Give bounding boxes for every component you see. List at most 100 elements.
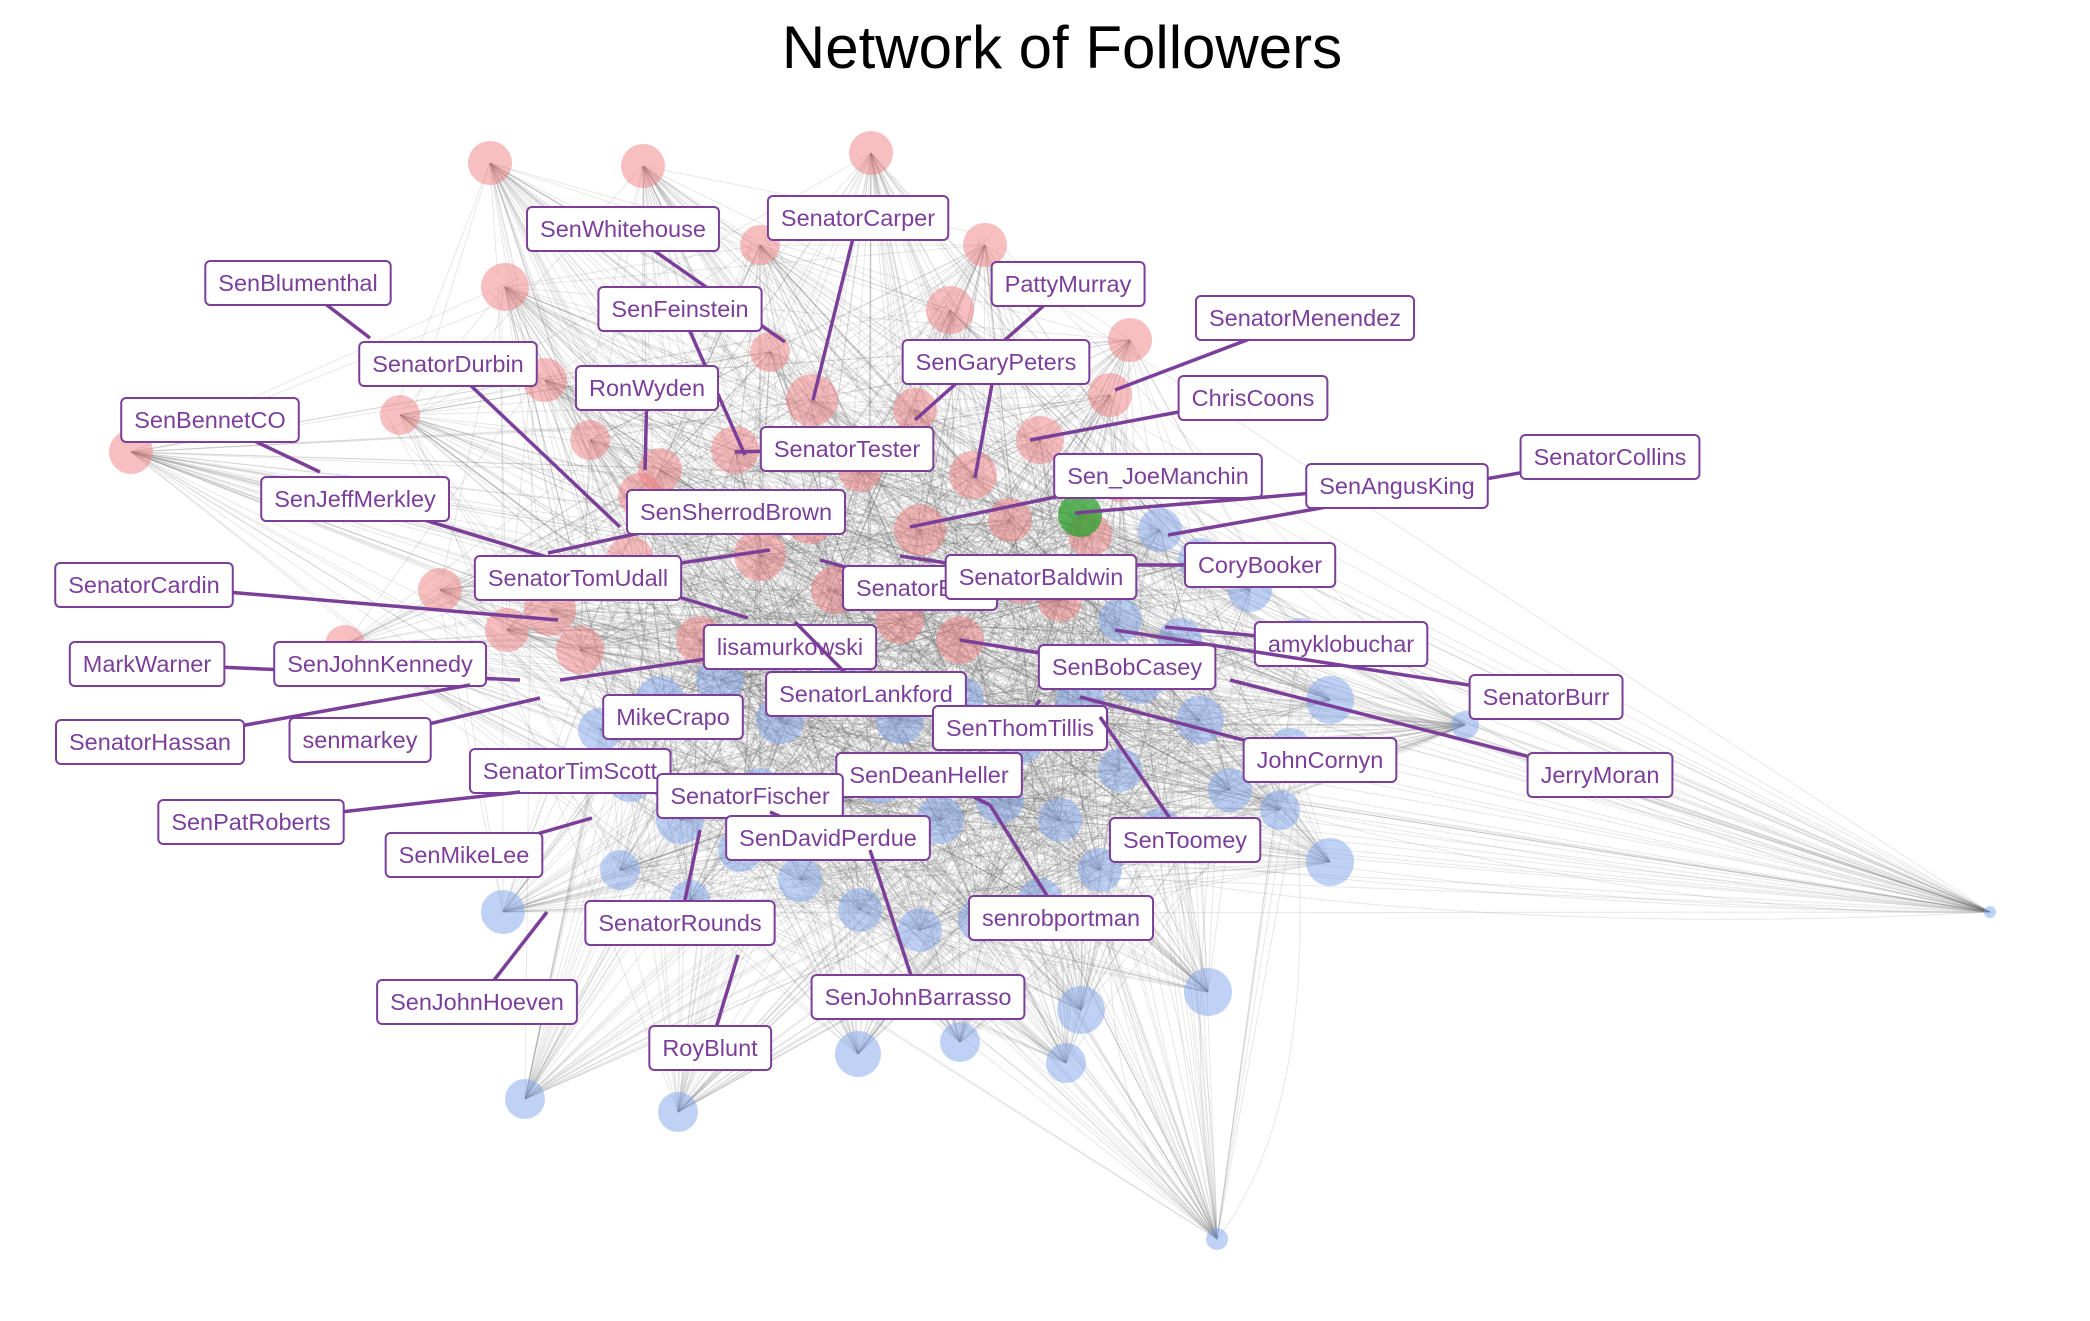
democrat-node — [468, 141, 512, 185]
democrat-node — [949, 451, 997, 499]
label-box — [1519, 434, 1701, 480]
network-edge — [965, 634, 1209, 993]
network-edge — [811, 244, 986, 401]
node-label: SenJeffMerkley — [260, 476, 451, 522]
label-text: SenatorCardin — [68, 572, 220, 598]
network-edge — [489, 162, 639, 568]
node-label: SenatorCollins — [1519, 434, 1701, 480]
network-edge — [829, 586, 1991, 913]
network-edge — [1042, 861, 1331, 901]
label-box — [204, 260, 392, 306]
node-label: SenBobCasey — [1037, 644, 1217, 690]
network-edge — [344, 504, 1079, 646]
republican-node — [505, 1079, 545, 1119]
network-edge — [549, 609, 901, 621]
network-edge — [959, 514, 1081, 701]
network-edge — [1039, 719, 1201, 901]
network-edge — [989, 924, 1067, 1064]
label-text: lisamurkowski — [717, 634, 863, 660]
node-label: ChrisCoons — [1177, 375, 1329, 421]
network-edge — [399, 414, 641, 496]
network-edge — [701, 909, 1218, 1240]
label-leader-line — [868, 849, 920, 998]
node-label: SenatorRounds — [584, 900, 776, 946]
label-text: SenatorBurr — [1483, 684, 1610, 710]
node-label: SenToomey — [1108, 817, 1262, 863]
democrat-node — [893, 388, 937, 432]
republican-node — [1098, 598, 1142, 642]
network-edge — [1019, 739, 1161, 831]
network-edge — [1127, 665, 1331, 863]
node-label: SenBennetCO — [120, 397, 300, 443]
network-edge — [759, 244, 951, 311]
network-edge — [344, 447, 606, 646]
label-box — [648, 1025, 773, 1071]
label-box — [1526, 752, 1674, 798]
node-label: SenatorTester — [759, 426, 935, 472]
label-box — [759, 426, 935, 472]
democrat-node — [418, 568, 462, 612]
chart-title: Network of Followers — [782, 14, 1342, 81]
network-edge — [659, 469, 1101, 871]
network-edge — [799, 789, 1231, 881]
network-edge — [819, 309, 951, 801]
label-text: SenDeanHeller — [849, 762, 1009, 788]
network-edge — [489, 162, 1124, 343]
network-edge — [659, 351, 771, 471]
independent-node — [1058, 493, 1102, 537]
republican-node — [1138, 508, 1182, 552]
label-text: JerryMoran — [1541, 762, 1660, 788]
network-edge — [505, 286, 859, 1055]
democrat-node — [556, 626, 604, 674]
network-edge — [524, 829, 1066, 1100]
node-label: JerryMoran — [1526, 752, 1674, 798]
network-edge — [1229, 589, 1251, 791]
network-edge — [1124, 627, 1218, 1240]
network-edge — [779, 719, 1041, 901]
node-label: SenatorDurbin — [358, 341, 538, 387]
network-edge — [130, 399, 1121, 453]
label-text: SenJohnHoeven — [390, 989, 564, 1015]
label-box — [725, 815, 931, 861]
network-edge — [879, 779, 1991, 913]
network-edge — [629, 559, 921, 931]
republican-node — [1260, 790, 1300, 830]
node-label: SenDavidPerdue — [725, 815, 931, 861]
network-edge — [1240, 801, 1991, 913]
network-edge — [659, 469, 974, 476]
network-edge — [504, 286, 1141, 681]
democrat-node — [481, 263, 529, 311]
label-box — [473, 555, 683, 601]
network-edge — [524, 256, 775, 1100]
node-label: SenatorLankford — [765, 671, 967, 717]
label-box — [967, 895, 1155, 941]
network-edge — [1281, 798, 1991, 913]
network-edge — [1279, 809, 1991, 914]
network-edge — [506, 629, 1166, 821]
label-text: SenatorHassan — [69, 729, 231, 755]
label-box — [597, 286, 763, 332]
network-edge — [840, 577, 1991, 913]
network-edge — [685, 861, 1331, 913]
network-edge — [769, 244, 986, 353]
node-label: senmarkey — [288, 717, 432, 763]
network-edge — [130, 451, 725, 679]
network-edge — [732, 841, 1991, 913]
label-text: senrobportman — [982, 905, 1140, 931]
network-edge — [1113, 861, 1331, 874]
node-label: Sen_JoeManchin — [1053, 453, 1263, 499]
network-edge — [643, 482, 1218, 1240]
label-box — [1177, 375, 1329, 421]
network-edge — [1227, 792, 1991, 913]
network-edge — [579, 649, 781, 721]
network-edge — [626, 861, 859, 1055]
network-edge — [489, 162, 959, 317]
republican-node — [600, 850, 640, 890]
network-edge — [524, 683, 721, 1100]
node-label: SenSherrodBrown — [625, 489, 847, 535]
label-box — [584, 900, 776, 946]
network-edge — [439, 589, 981, 921]
network-edge — [130, 451, 609, 725]
republican-node — [658, 1092, 698, 1132]
